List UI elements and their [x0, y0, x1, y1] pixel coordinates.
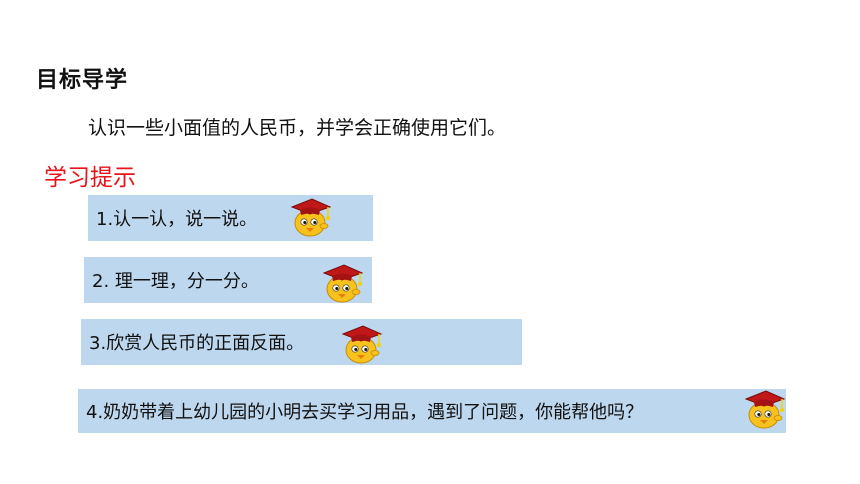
doctor-chick-icon	[322, 264, 364, 303]
tip-item-1: 1.认一认，说一说。	[88, 195, 373, 241]
learning-objective: 认识一些小面值的人民币，并学会正确使用它们。	[88, 117, 507, 139]
tip-text: 2. 理一理，分一分。	[92, 271, 259, 292]
hint-heading: 学习提示	[44, 165, 136, 191]
tip-text: 3.欣赏人民币的正面反面。	[89, 333, 305, 354]
tip-text: 1.认一认，说一说。	[96, 209, 258, 230]
tip-item-3: 3.欣赏人民币的正面反面。	[81, 319, 522, 365]
doctor-chick-icon	[341, 325, 383, 364]
tip-item-2: 2. 理一理，分一分。	[84, 257, 372, 303]
tip-text: 4.奶奶带着上幼儿园的小明去买学习用品，遇到了问题，你能帮他吗？	[86, 402, 644, 423]
doctor-chick-icon	[744, 390, 786, 429]
page-title: 目标导学	[36, 68, 129, 93]
doctor-chick-icon	[290, 198, 332, 237]
tip-item-4: 4.奶奶带着上幼儿园的小明去买学习用品，遇到了问题，你能帮他吗？	[78, 389, 786, 433]
